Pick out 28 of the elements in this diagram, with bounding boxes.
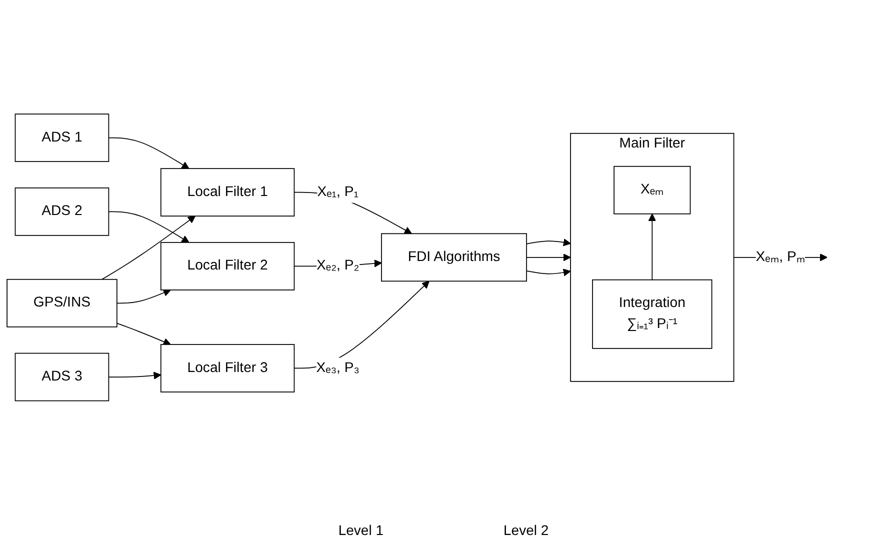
arrow (526, 254, 571, 262)
arrow (116, 289, 171, 304)
edge-label: Xₑ₁, P₁ (317, 184, 359, 200)
edge-label: Xₑ₂, P₂ (316, 258, 360, 274)
cluster (570, 133, 734, 382)
node-box (381, 233, 527, 282)
block-diagram: Xₑ₁, P₁ Xₑ₂, P₂ Xₑ₃, P₃ Xₑₘ, Pₘ Main Filter Xₑₘ Integration ∑ᵢ₌₁³ Pᵢ⁻¹ ADS 1 Local Filter 1 ADS 2 FDI Algorithms Local Filter 2 GPS/INS Local Filter 3 ADS 3 (0, 107, 887, 408)
node-box (592, 280, 712, 349)
node-box (14, 114, 110, 162)
node-box (160, 242, 295, 290)
arrow (648, 214, 656, 280)
arrow (108, 211, 190, 243)
arrow (108, 372, 162, 380)
arrow (526, 268, 571, 276)
node-box (6, 279, 118, 328)
node-box (614, 166, 691, 214)
node-box (14, 352, 110, 402)
edge-label: Xₑ₃, P₃ (316, 360, 360, 376)
arrow (108, 137, 190, 170)
level-label: Level 1 (338, 522, 384, 538)
arrow (116, 322, 171, 346)
arrow (526, 238, 571, 246)
level-label: Level 2 (504, 522, 549, 538)
arrow (101, 216, 196, 280)
node-box (14, 188, 110, 236)
node-box (160, 344, 295, 393)
node-box (160, 168, 295, 217)
edge-label: Xₑₘ, Pₘ (756, 250, 806, 265)
